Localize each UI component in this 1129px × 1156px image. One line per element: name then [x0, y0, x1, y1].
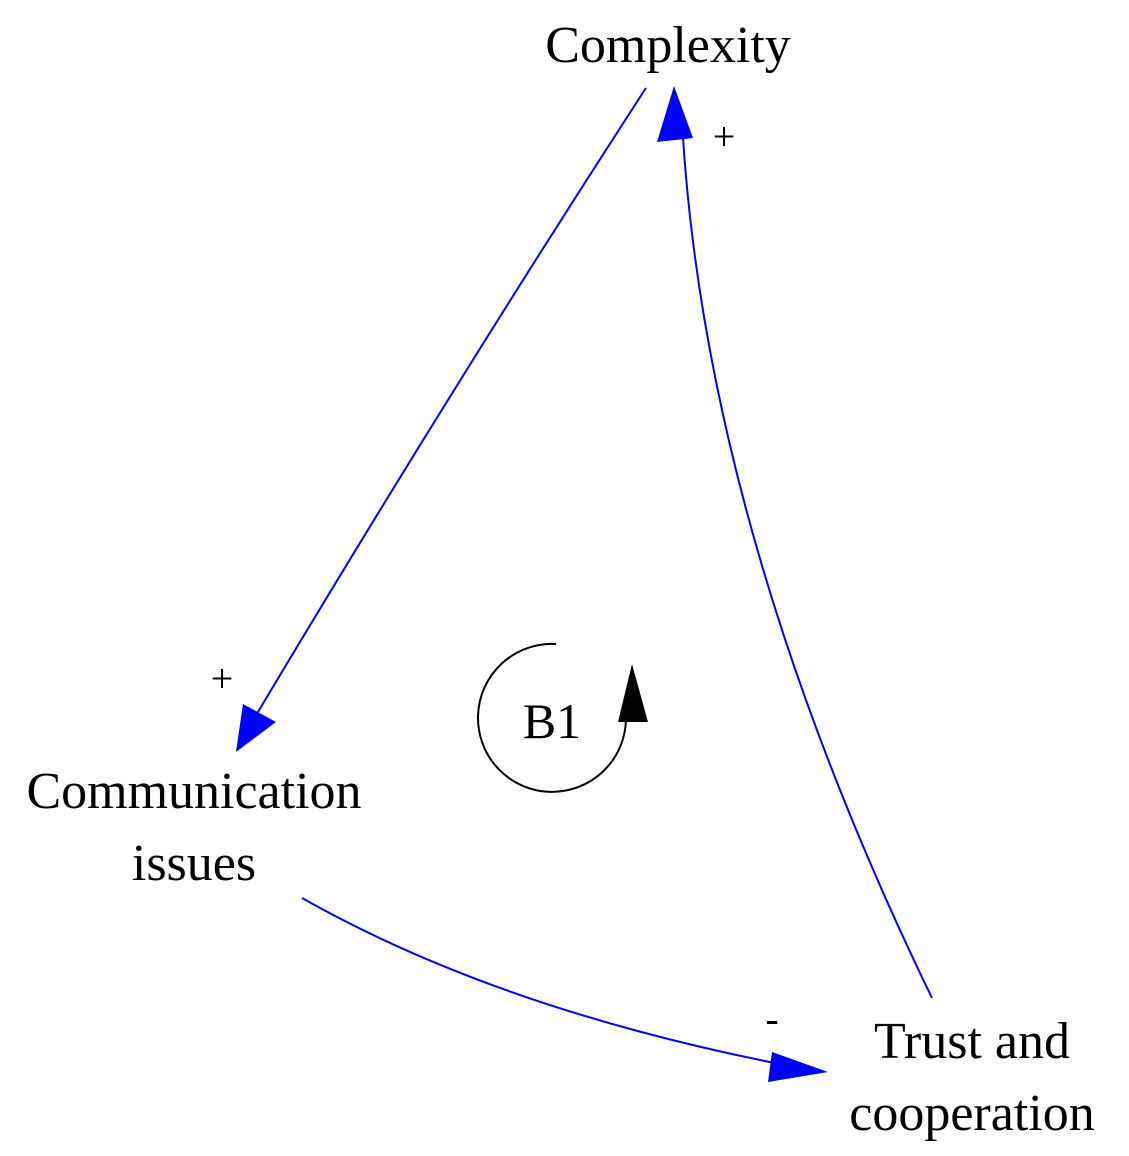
arrowhead-trust — [768, 1052, 828, 1082]
loop-label-b1: B1 — [523, 693, 581, 749]
polarity-trust-to-complexity: + — [713, 114, 736, 159]
node-communication-issues-line2: issues — [132, 835, 256, 892]
node-trust-and-cooperation-line1: Trust and — [874, 1013, 1070, 1070]
link-trust-to-complexity — [681, 121, 933, 999]
arrowhead-complexity — [657, 86, 693, 142]
polarity-complexity-to-communication: + — [211, 656, 234, 701]
node-trust-and-cooperation-line2: cooperation — [849, 1085, 1094, 1142]
loop-circle-arrow — [477, 642, 627, 793]
loop-arrowhead — [618, 664, 648, 722]
link-communication-to-trust — [301, 897, 791, 1067]
polarity-communication-to-trust: - — [765, 996, 778, 1041]
link-complexity-to-communication — [251, 87, 647, 723]
node-complexity: Complexity — [545, 17, 791, 74]
node-communication-issues-line1: Communication — [26, 763, 361, 820]
arrowhead-communication — [236, 704, 276, 752]
